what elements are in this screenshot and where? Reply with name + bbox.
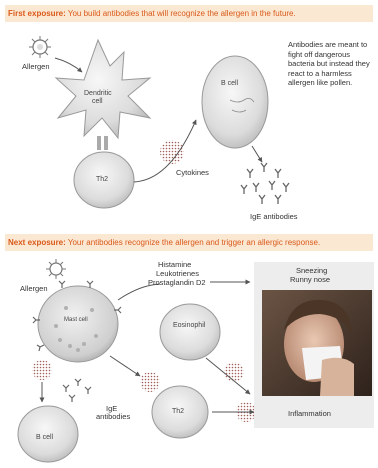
inflammation-label: Inflammation (288, 409, 331, 418)
sneezing-woman-photo (262, 290, 372, 396)
next-exposure-banner: Next exposure: Your antibodies recognize… (5, 234, 373, 251)
symptom-sneezing: Sneezing (296, 266, 327, 275)
allergen-top-icon (29, 36, 51, 58)
dendritic-cell-label-2: cell (92, 98, 103, 106)
th2-top-label: Th2 (96, 176, 108, 184)
synapse-connector (97, 136, 108, 150)
dendritic-cell-label-1: Dendritic (84, 90, 112, 98)
antibody-note: Antibodies are meant to fight off danger… (288, 40, 372, 88)
cytokines-top-label: Cytokines (176, 168, 209, 177)
ige-bottom-label-2: antibodies (96, 412, 130, 421)
eosinophil-shape (160, 304, 220, 360)
next-exposure-text: Your antibodies recognize the allergen a… (68, 238, 320, 247)
cytokines-right (224, 362, 244, 382)
mediator-prostaglandin: Prostaglandin D2 (148, 278, 206, 287)
mediator-leukotrienes: Leukotrienes (156, 269, 199, 278)
allergen-bottom-icon (46, 259, 66, 279)
allergen-bottom-label: Allergen (20, 284, 48, 293)
next-exposure-lead: Next exposure: (8, 238, 66, 247)
ige-top-label: IgE antibodies (250, 212, 298, 221)
mast-cell-label: Mast cell (64, 316, 88, 324)
th2-bottom-label: Th2 (172, 408, 184, 416)
eosinophil-label: Eosinophil (173, 322, 205, 330)
cytokines-left (32, 360, 52, 380)
b-cell-bottom-label: B cell (36, 434, 53, 442)
mediator-histamine: Histamine (158, 260, 191, 269)
b-cell-top-label: B cell (221, 80, 238, 88)
allergen-top-label: Allergen (22, 62, 50, 71)
ige-antibodies-top (241, 163, 289, 204)
dendritic-cell-shape (56, 40, 150, 138)
cytokines-middle (140, 372, 160, 392)
ige-antibodies-bottom (63, 379, 91, 402)
symptom-runny-nose: Runny nose (290, 275, 330, 284)
